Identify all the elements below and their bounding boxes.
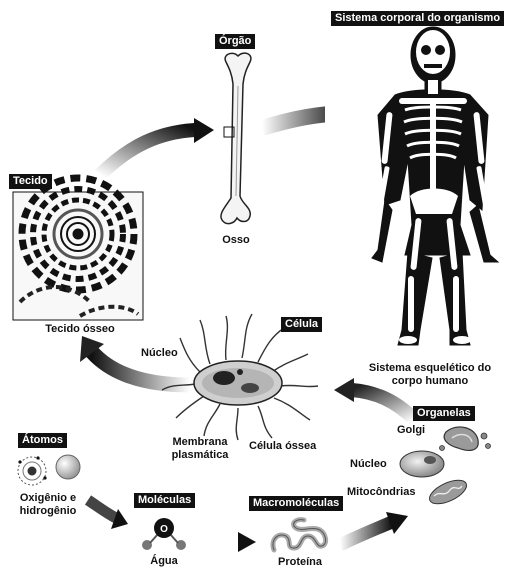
- caption-golgi: Golgi: [397, 424, 426, 436]
- bone-cell-illustration: [161, 313, 319, 441]
- caption-membrana-line2: plasmática: [171, 449, 229, 461]
- arrow-atomos-to-moleculas: [84, 495, 128, 529]
- caption-membrana-line1: Membrana: [172, 436, 228, 448]
- level-tag-macromoleculas: Macromoléculas: [249, 496, 344, 511]
- atoms-illustration: [17, 454, 81, 486]
- level-tag-tecido: Tecido: [9, 174, 52, 189]
- nucleus-icon: [399, 450, 445, 478]
- hydrogen-atom-icon: [55, 454, 81, 480]
- golgi-icon: [439, 426, 491, 451]
- mitochondria-icon: [428, 479, 468, 505]
- caption-oxigenio-line1: Oxigênio e: [19, 492, 77, 504]
- arrow-moleculas-to-macromoleculas: [199, 532, 256, 552]
- arrow-organelas-to-celula: [334, 378, 420, 426]
- level-tag-orgao: Órgão: [215, 34, 256, 49]
- water-molecule-icon: O: [142, 518, 186, 550]
- atom-symbol-label: O: [160, 524, 168, 535]
- bone-illustration: [220, 52, 252, 225]
- caption-sistema-line2: corpo humano: [391, 375, 469, 387]
- level-tag-moleculas: Moléculas: [134, 493, 196, 508]
- caption-nucleo-organela: Núcleo: [350, 458, 387, 470]
- level-tag-sistema: Sistema corporal do organismo: [331, 11, 505, 26]
- caption-mitocondrias: Mitocôndrias: [347, 486, 416, 498]
- caption-celula-ossea: Célula óssea: [249, 440, 317, 452]
- organelles-illustration: [399, 426, 491, 505]
- level-tag-atomos: Átomos: [18, 433, 67, 448]
- skeleton-illustration: [325, 12, 513, 352]
- caption-oxigenio-line2: hidrogênio: [19, 505, 77, 517]
- arrow-tecido-to-orgao: [95, 118, 214, 180]
- caption-agua: Água: [150, 555, 178, 567]
- caption-osso: Osso: [222, 234, 250, 246]
- oxygen-atom-icon: [17, 456, 47, 486]
- protein-icon: [270, 517, 329, 553]
- caption-sistema-line1: Sistema esquelético do: [368, 362, 492, 374]
- arrow-macromoleculas-to-organelas: [337, 512, 408, 551]
- caption-proteina: Proteína: [277, 556, 322, 568]
- level-tag-celula: Célula: [281, 317, 323, 332]
- caption-nucleo-celula: Núcleo: [141, 347, 178, 359]
- caption-tecido-osseo: Tecido ósseo: [45, 323, 115, 335]
- level-tag-organelas: Organelas: [413, 406, 475, 421]
- bone-tissue-illustration: [12, 174, 144, 321]
- arrow-celula-to-tecido: [80, 336, 191, 393]
